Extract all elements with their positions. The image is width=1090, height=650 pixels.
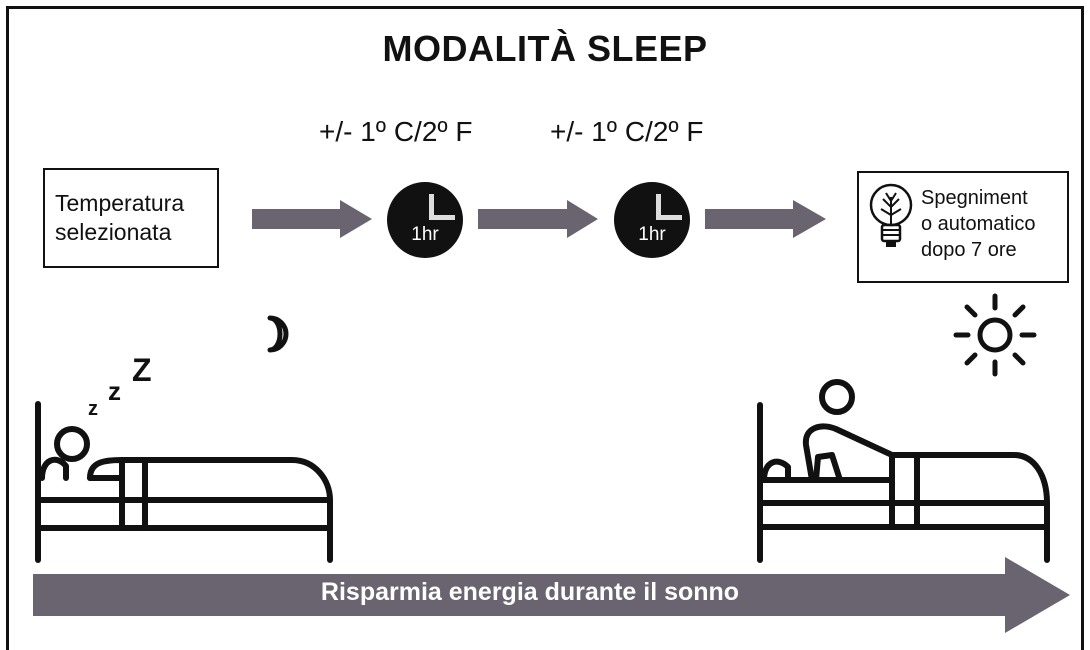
auto-off-box: Spegniment o automatico dopo 7 ore	[857, 171, 1069, 283]
sleep-z-small: z	[88, 398, 98, 420]
end-box-line-2: o automatico	[921, 213, 1036, 235]
clock-2-label: 1hr	[638, 224, 666, 245]
timeline-arrow	[33, 557, 1070, 633]
start-box-line-2: selezionata	[55, 219, 172, 245]
clock-icon: 1hr	[387, 182, 463, 258]
sun-icon	[953, 293, 1037, 377]
flow-arrow-1	[252, 200, 372, 238]
clock-1-label: 1hr	[411, 224, 439, 245]
step-label-2: +/- 1º C/2º F	[550, 116, 704, 147]
moon-icon	[267, 315, 289, 353]
sleeping-person-icon	[35, 401, 333, 563]
flow-arrow-3	[705, 200, 826, 238]
bulb-icon	[869, 183, 913, 247]
clock-icon: 1hr	[614, 182, 690, 258]
sleep-z-big: Z	[132, 352, 152, 388]
end-box-line-3: dopo 7 ore	[921, 239, 1017, 261]
diagram-title: MODALITÀ SLEEP	[382, 28, 708, 69]
step-label-1: +/- 1º C/2º F	[319, 116, 473, 147]
sleep-z-mid: z	[108, 376, 121, 406]
banner-text: Risparmia energia durante il sonno	[320, 578, 740, 606]
waking-person-icon	[757, 379, 1050, 563]
flow-arrow-2	[478, 200, 598, 238]
start-temperature-box: Temperatura selezionata	[43, 168, 219, 268]
diagram-frame	[6, 6, 1084, 650]
end-box-line-1: Spegniment	[921, 187, 1028, 209]
start-box-line-1: Temperatura	[55, 190, 185, 216]
